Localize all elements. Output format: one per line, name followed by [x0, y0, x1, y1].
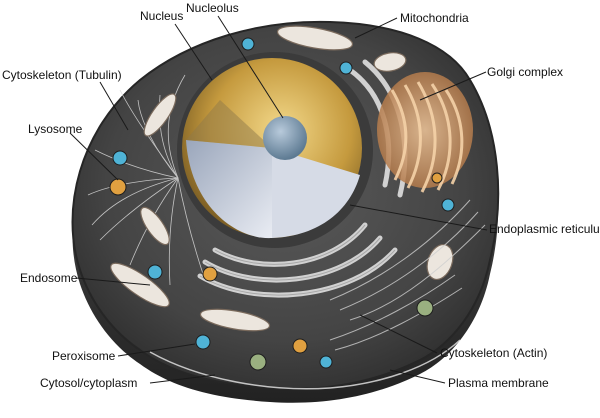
label-nucleolus: Nucleolus	[186, 1, 239, 15]
leader-lines	[69, 15, 488, 384]
golgi-shape	[377, 72, 473, 193]
label-golgi-complex: Golgi complex	[487, 65, 563, 79]
mitochondria-shapes	[110, 25, 454, 332]
label-cytoskeleton-tubulin: Cytoskeleton (Tubulin)	[2, 68, 122, 82]
label-endosome: Endosome	[20, 271, 78, 285]
membrane-edge-highlight	[149, 339, 461, 390]
label-lysosome: Lysosome	[28, 122, 83, 136]
actin-filaments	[329, 199, 486, 351]
label-cytosol-cytoplasm: Cytosol/cytoplasm	[40, 376, 137, 390]
label-plasma-membrane: Plasma membrane	[448, 376, 549, 390]
nucleus-cutaway	[186, 140, 272, 239]
tubulin-filaments	[87, 74, 206, 286]
label-cytoskeleton-actin: Cytoskeleton (Actin)	[440, 346, 547, 360]
vesicles	[109, 37, 455, 371]
labels: Nucleus Nucleolus Mitochondria Cytoskele…	[2, 1, 600, 390]
label-endoplasmic-reticulum: Endoplasmic reticulum	[489, 222, 600, 236]
label-mitochondria: Mitochondria	[400, 11, 469, 25]
nucleolus-shape	[263, 116, 307, 160]
nucleus	[177, 52, 373, 248]
label-nucleus: Nucleus	[140, 9, 183, 23]
label-peroxisome: Peroxisome	[52, 349, 116, 363]
